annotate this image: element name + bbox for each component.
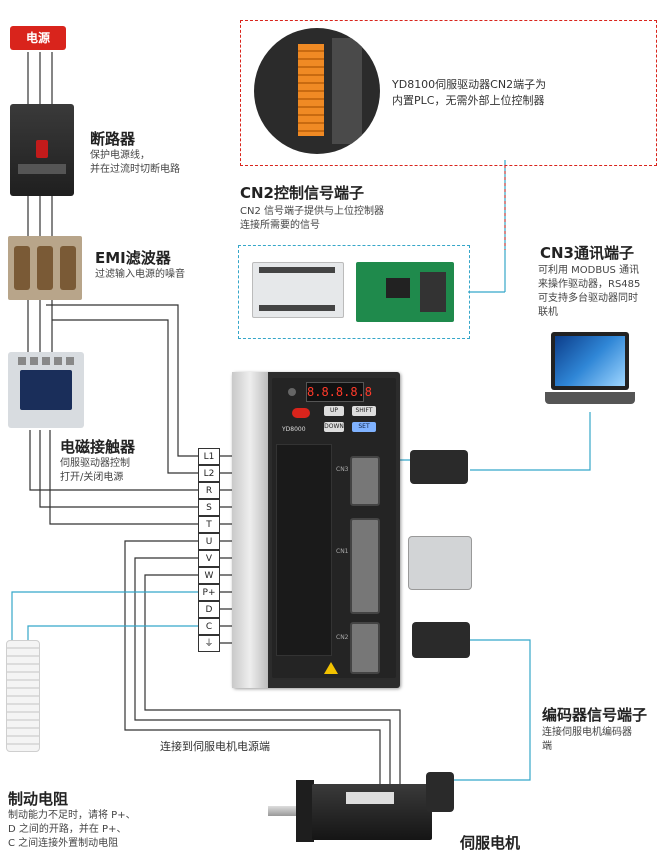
breaker-desc-1: 保护电源线， (90, 150, 150, 161)
cn3-desc-2: 来操作驱动器，RS485 (538, 279, 641, 290)
terminal-w: W (198, 567, 220, 584)
brake-resistor-image (6, 640, 40, 752)
emi-title: EMI滤波器 (95, 249, 171, 267)
key-shift: SHIFT (352, 406, 376, 416)
key-up: UP (324, 406, 344, 416)
motor-encoder-cap (426, 772, 454, 812)
contactor-title: 电磁接触器 (60, 438, 136, 456)
brake-desc-3: C 之间连接外置制动电阻 (8, 838, 119, 849)
cn3-title: CN3通讯端子 (540, 244, 634, 262)
port-cn3 (350, 456, 380, 506)
drive-red-button (292, 408, 310, 418)
motor-power-label: 连接到伺服电机电源端 (160, 740, 270, 753)
plc-controller-image (252, 262, 344, 318)
motion-card-connector (420, 272, 446, 312)
terminal-s: S (198, 499, 220, 516)
cn2-terminal-block (298, 44, 324, 136)
emi-coil (14, 246, 30, 290)
emi-coil (60, 246, 76, 290)
contactor-image (8, 352, 84, 428)
servo-motor-image (268, 772, 458, 848)
drive-left-cover (276, 444, 332, 656)
contactor-core (20, 370, 72, 410)
cn2-desc-1: CN2 信号端子提供与上位控制器 (240, 206, 385, 217)
contactor-desc-1: 伺服驱动器控制 (60, 458, 130, 469)
laptop-base (545, 392, 635, 404)
warning-icon (324, 662, 338, 674)
cn3-desc-4: 联机 (538, 307, 558, 318)
encoder-desc-1: 连接伺服电机编码器 (542, 727, 632, 738)
plc-io-strip (259, 305, 335, 311)
cn2-closeup-image (254, 28, 380, 154)
drive-display: 8.8.8.8.8 (306, 382, 372, 402)
brake-desc-1: 制动能力不足时，请将 P+、 (8, 810, 136, 821)
drive-brand: YD8000 (282, 426, 306, 433)
contactor-screws (18, 357, 74, 365)
breaker-label-plate (18, 164, 66, 174)
cn3-cable-connector (410, 450, 468, 484)
port-cn1-label: CN1 (336, 548, 349, 555)
brake-desc-2: D 之间的开路，并在 P+、 (8, 824, 127, 835)
port-cn3-label: CN3 (336, 466, 349, 473)
encoder-title: 编码器信号端子 (542, 706, 648, 724)
port-cn2-label: CN2 (336, 634, 349, 641)
motion-card-image (356, 262, 454, 322)
terminal-t: T (198, 516, 220, 533)
motor-body (312, 784, 432, 840)
power-badge: 电源 (10, 26, 66, 50)
laptop-display (555, 336, 625, 386)
cn1-cable-connector (408, 536, 472, 590)
motor-flange (296, 780, 314, 842)
terminal-l2: L2 (198, 465, 220, 482)
cn3-desc-3: 可支持多台驱动器同时 (538, 293, 638, 304)
port-cn2 (350, 622, 380, 674)
cn3-desc-1: 可利用 MODBUS 通讯 (538, 265, 640, 276)
terminal-c: C (198, 618, 220, 635)
drive-power-led (288, 388, 296, 396)
port-cn1 (350, 518, 380, 614)
cn2-cable-connector (412, 622, 470, 658)
cn2-desc-2: 连接所需要的信号 (240, 220, 320, 231)
terminal-v: V (198, 550, 220, 567)
emi-desc-1: 过滤输入电源的噪音 (95, 269, 185, 280)
plc-note-box (240, 20, 657, 166)
motor-title: 伺服电机 (460, 834, 521, 852)
laptop-screen (551, 332, 629, 390)
terminal-r: R (198, 482, 220, 499)
plc-note-1: YD8100伺服驱动器CN2端子为 (392, 78, 547, 91)
breaker-desc-2: 并在过流时切断电路 (90, 164, 180, 175)
emi-coil (37, 246, 53, 290)
emi-filter-image (8, 236, 82, 300)
terminal-d: D (198, 601, 220, 618)
controller-box (238, 245, 470, 339)
motor-shaft (268, 806, 298, 816)
terminal-u: U (198, 533, 220, 550)
key-set: SET (352, 422, 376, 432)
key-down: DOWN (324, 422, 344, 432)
drive-heatsink (232, 372, 268, 688)
laptop-image (545, 332, 635, 412)
servo-drive: 8.8.8.8.8 UP SHIFT DOWN SET YD8000 CN3 C… (232, 372, 400, 688)
brake-title: 制动电阻 (8, 790, 69, 808)
terminal-p-plus: P+ (198, 584, 220, 601)
circuit-breaker-image (10, 104, 74, 196)
contactor-desc-2: 打开/关闭电源 (60, 472, 124, 483)
breaker-title: 断路器 (90, 130, 136, 148)
plc-note-2: 内置PLC，无需外部上位控制器 (392, 94, 545, 107)
breaker-switch (36, 140, 48, 158)
encoder-desc-2: 端 (542, 741, 552, 752)
cn2-housing (332, 38, 362, 144)
motion-card-chip (386, 278, 410, 298)
cn2-title: CN2控制信号端子 (240, 184, 364, 202)
terminal-ground: ⏚ (198, 635, 220, 652)
motor-nameplate (346, 792, 394, 804)
terminal-l1: L1 (198, 448, 220, 465)
plc-io-strip (259, 267, 335, 273)
